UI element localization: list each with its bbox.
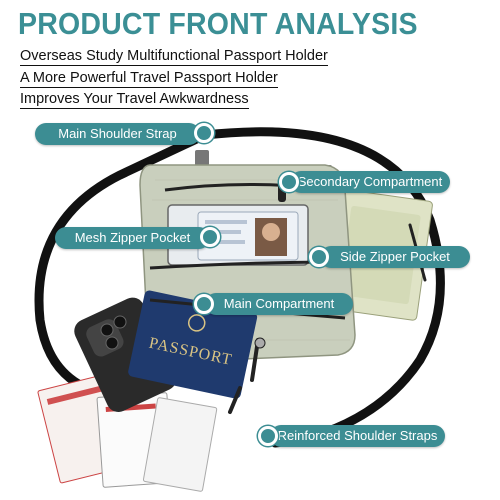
subtitle-line-3: Improves Your Travel Awkwardness [20,91,249,109]
callout-dot [309,247,329,267]
callout-reinforced-shoulder-straps: Reinforced Shoulder Straps [270,425,445,447]
passport: PASSPORT [128,290,258,399]
callout-dot [279,172,299,192]
ticket-3 [142,397,218,492]
callout-secondary-compartment: Secondary Compartment [290,171,450,193]
strap-buckle-left [195,150,209,168]
callout-dot [258,426,278,446]
callout-dot [200,227,220,247]
subtitle-line-2: A More Powerful Travel Passport Holder [20,70,278,88]
callout-dot [194,294,214,314]
callout-main-shoulder-strap: Main Shoulder Strap [35,123,200,145]
shoulder-strap [34,130,210,400]
shoulder-strap-right [200,127,445,448]
callout-main-compartment: Main Compartment [205,293,353,315]
page-title: PRODUCT FRONT ANALYSIS [18,6,418,41]
callout-side-zipper-pocket: Side Zipper Pocket [320,246,470,268]
callout-mesh-zipper-pocket: Mesh Zipper Pocket [55,227,210,249]
callout-dot [194,123,214,143]
zipper-pull-2 [228,386,242,414]
subtitle-line-1: Overseas Study Multifunctional Passport … [20,48,328,66]
